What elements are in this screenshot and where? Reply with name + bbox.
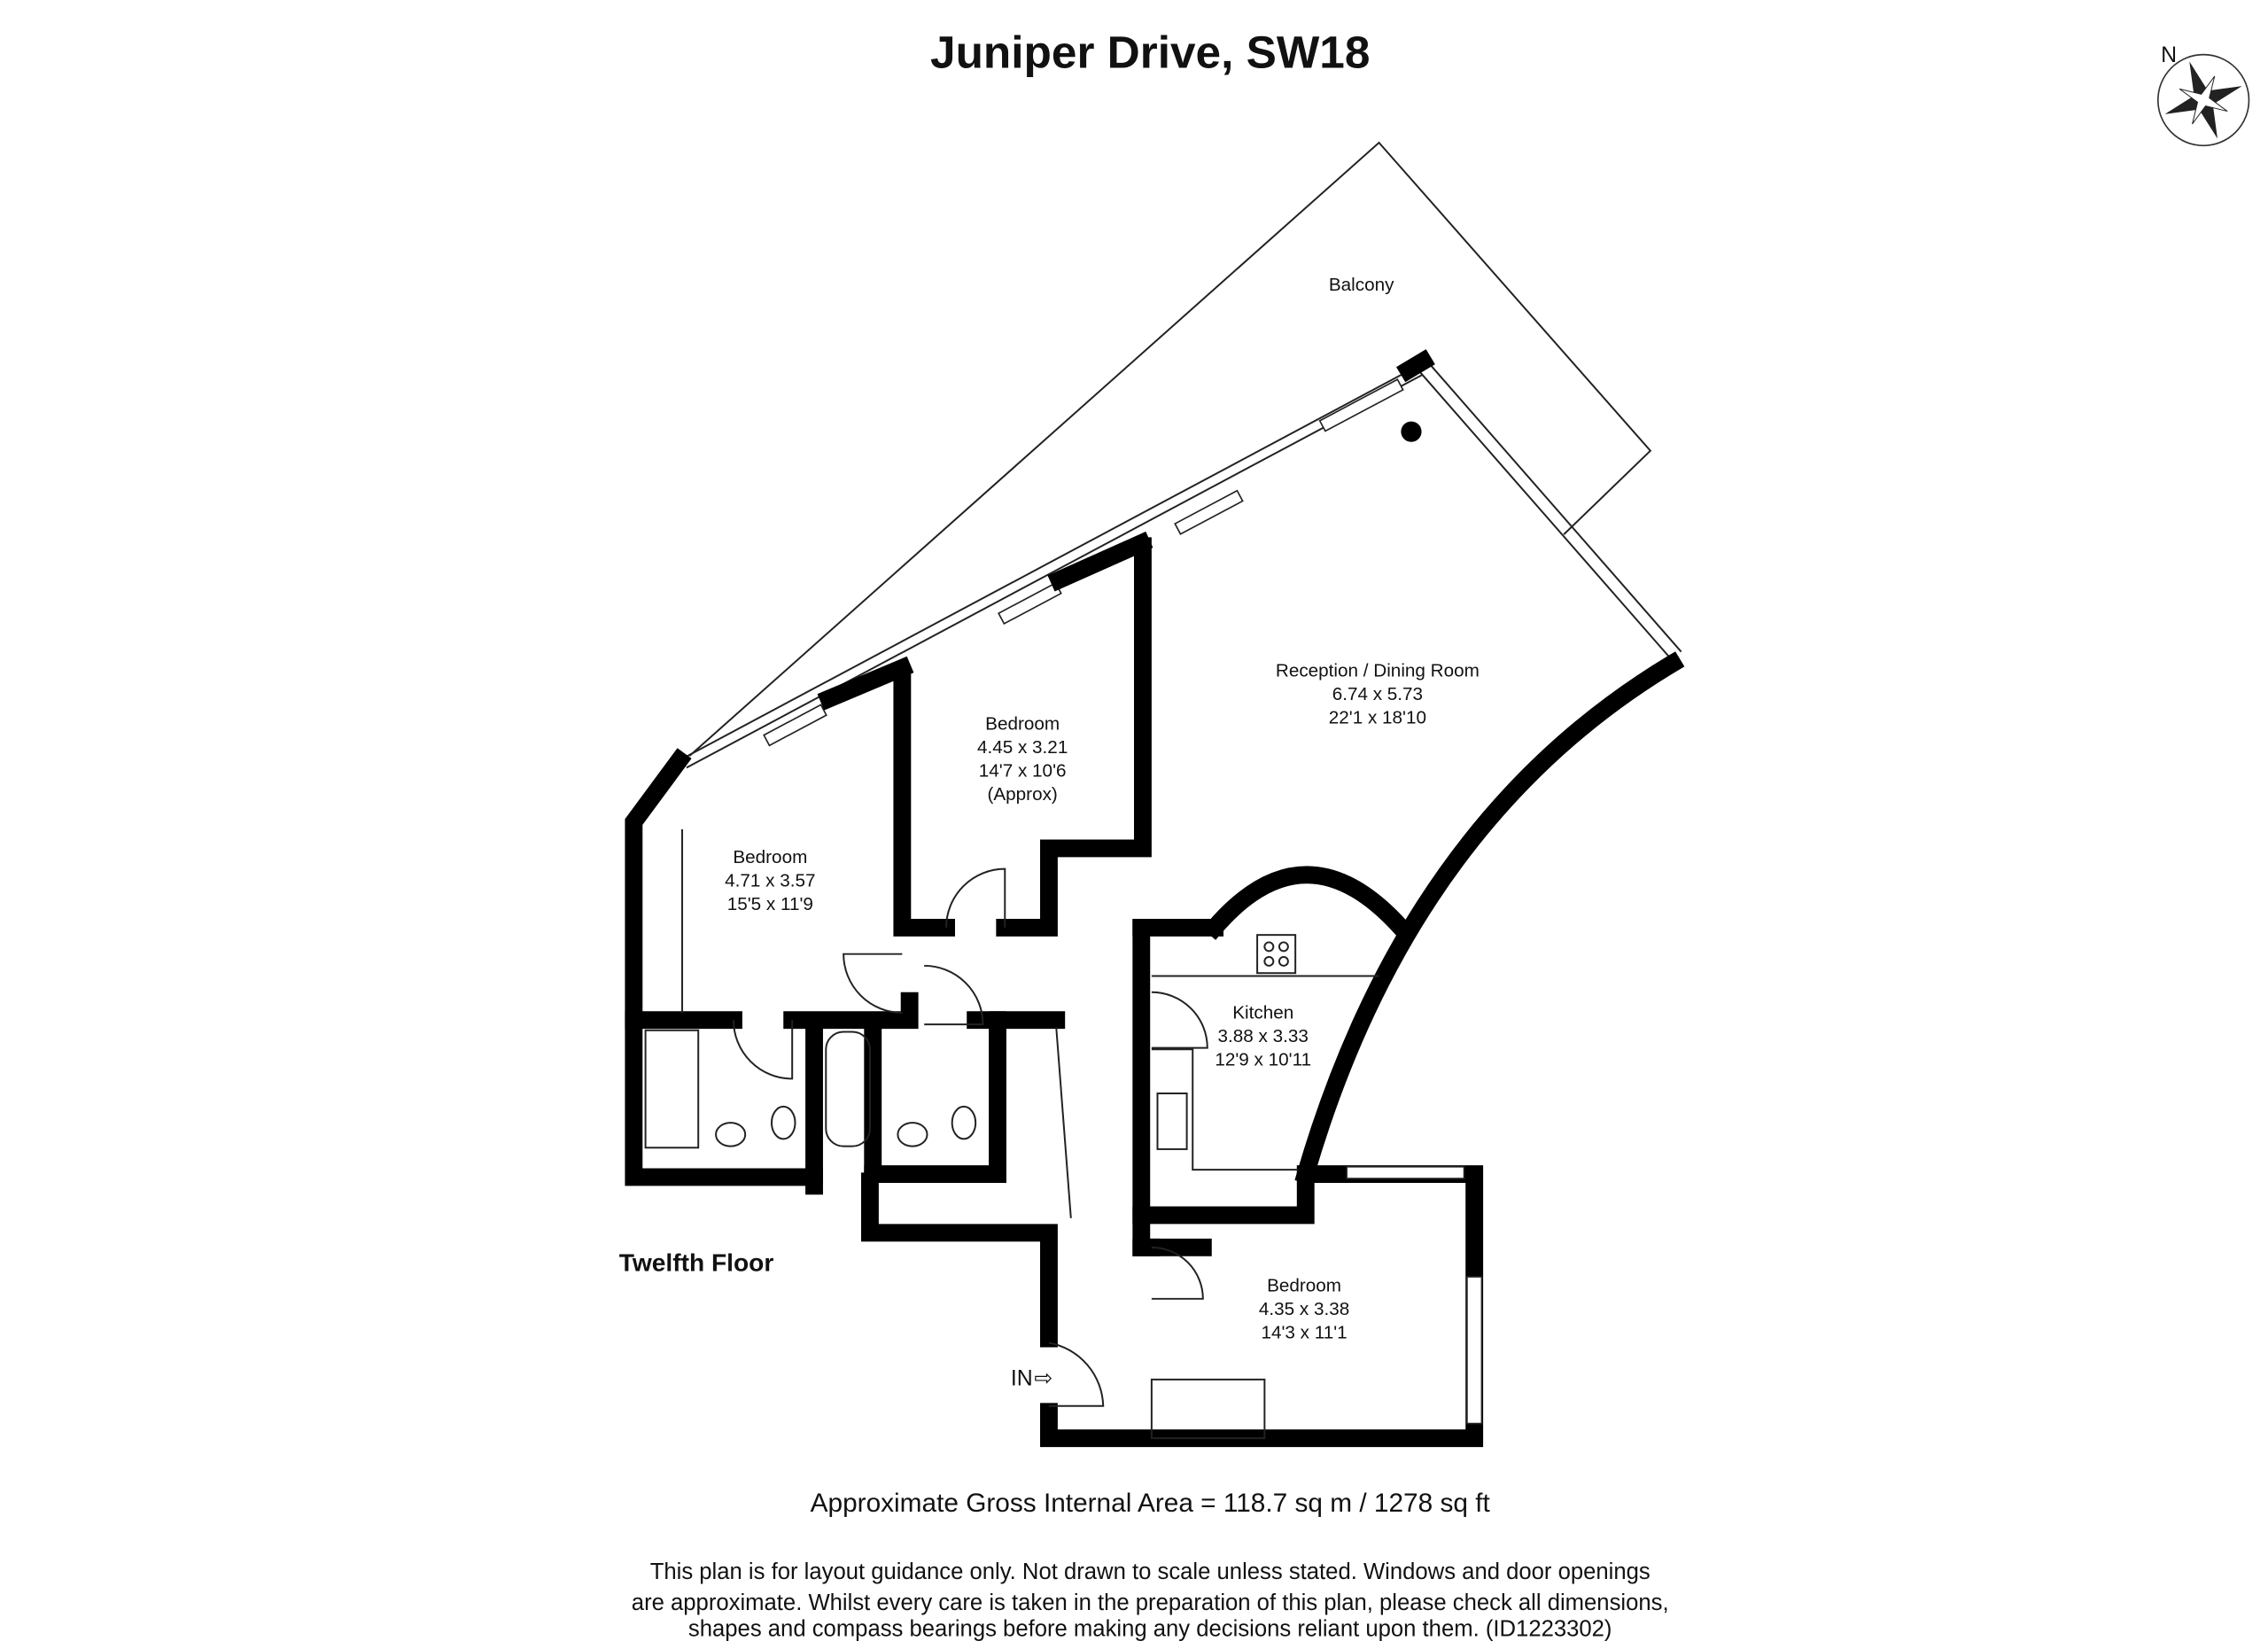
svg-text:4.35 x 3.38: 4.35 x 3.38 (1259, 1299, 1349, 1319)
room-reception: Reception / Dining Room 6.74 x 5.73 22'1… (1276, 661, 1480, 728)
svg-text:Kitchen: Kitchen (1232, 1003, 1293, 1023)
svg-text:(Approx): (Approx) (987, 784, 1057, 805)
svg-text:15'5 x 11'9: 15'5 x 11'9 (727, 894, 813, 914)
entrance-arrow-icon: ⇨ (1034, 1367, 1052, 1391)
svg-text:4.45 x 3.21: 4.45 x 3.21 (977, 737, 1068, 758)
hob-icon (1256, 934, 1297, 975)
room-bedroom-bottom: Bedroom 4.35 x 3.38 14'3 x 11'1 (1259, 1276, 1349, 1343)
svg-text:22'1 x 18'10: 22'1 x 18'10 (1329, 708, 1426, 728)
shower-icon (644, 1029, 700, 1149)
svg-text:4.71 x 3.57: 4.71 x 3.57 (725, 871, 815, 891)
svg-text:Bedroom: Bedroom (733, 847, 807, 867)
plan-title: Juniper Drive, SW18 (930, 27, 1370, 78)
room-bedroom-left: Bedroom 4.71 x 3.57 15'5 x 11'9 (725, 847, 815, 914)
svg-text:14'7 x 10'6: 14'7 x 10'6 (979, 760, 1067, 781)
entrance-label: IN (1011, 1367, 1033, 1391)
balcony-label: Balcony (1329, 275, 1394, 295)
compass-north-label: N (2161, 43, 2177, 67)
floor-label: Twelfth Floor (619, 1248, 774, 1276)
disclaimer-line-1: This plan is for layout guidance only. N… (650, 1559, 1651, 1584)
svg-text:14'3 x 11'1: 14'3 x 11'1 (1261, 1323, 1347, 1343)
walls (625, 349, 1685, 1448)
svg-text:Reception / Dining Room: Reception / Dining Room (1276, 661, 1480, 681)
room-kitchen: Kitchen 3.88 x 3.33 12'9 x 10'11 (1215, 1003, 1311, 1070)
svg-text:Bedroom: Bedroom (985, 713, 1060, 734)
bath-icon (825, 1030, 871, 1147)
sink-icon (1156, 1093, 1188, 1150)
window-wall (679, 359, 1682, 769)
column (1401, 421, 1422, 442)
disclaimer-line-2: are approximate. Whilst every care is ta… (632, 1590, 1669, 1615)
gross-area: Approximate Gross Internal Area = 118.7 … (811, 1489, 1491, 1518)
room-bedroom-mid: Bedroom 4.45 x 3.21 14'7 x 10'6 (Approx) (977, 713, 1068, 804)
disclaimer-line-3: shapes and compass bearings before makin… (688, 1617, 1612, 1641)
svg-text:Bedroom: Bedroom (1267, 1276, 1341, 1296)
compass-rose-icon: N (2156, 43, 2250, 147)
fixtures (644, 828, 1483, 1440)
svg-text:12'9 x 10'11: 12'9 x 10'11 (1215, 1050, 1311, 1070)
balcony-outline (688, 141, 1652, 757)
svg-text:6.74 x 5.73: 6.74 x 5.73 (1332, 684, 1423, 704)
svg-text:3.88 x 3.33: 3.88 x 3.33 (1218, 1026, 1309, 1046)
